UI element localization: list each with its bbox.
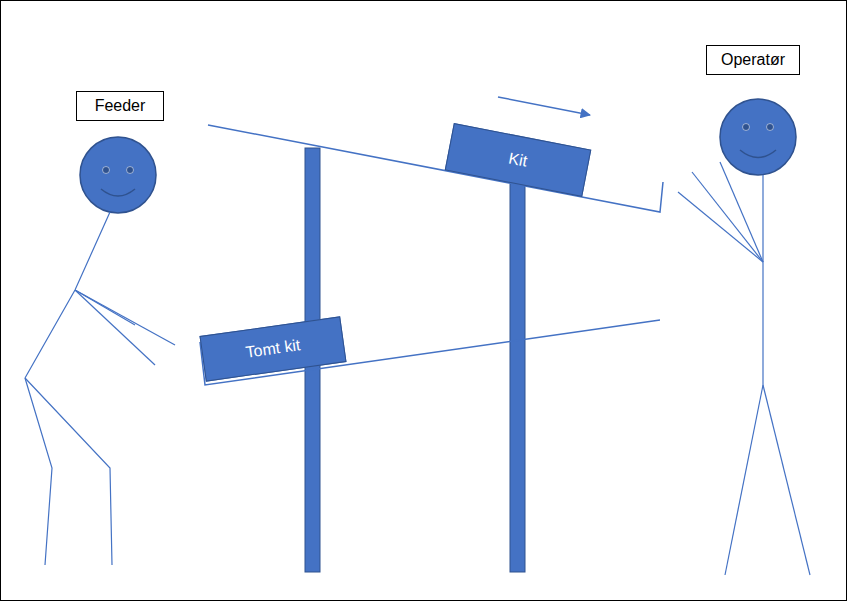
node-text: Tomt kit: [244, 336, 301, 363]
kit-box: Tomt kit: [199, 316, 346, 381]
top-rail: [208, 125, 663, 212]
kit-box: Kit: [445, 123, 592, 197]
operator-figure: [678, 99, 810, 575]
node-text: Kit: [507, 149, 529, 171]
flow-arrow: [498, 97, 590, 115]
name-label-box: Operatør: [706, 45, 800, 75]
feeder-figure: [25, 137, 175, 565]
post: [510, 178, 525, 572]
node-text: Feeder: [95, 96, 146, 115]
name-label-box: Feeder: [76, 91, 164, 121]
node-text: Operatør: [721, 50, 785, 69]
